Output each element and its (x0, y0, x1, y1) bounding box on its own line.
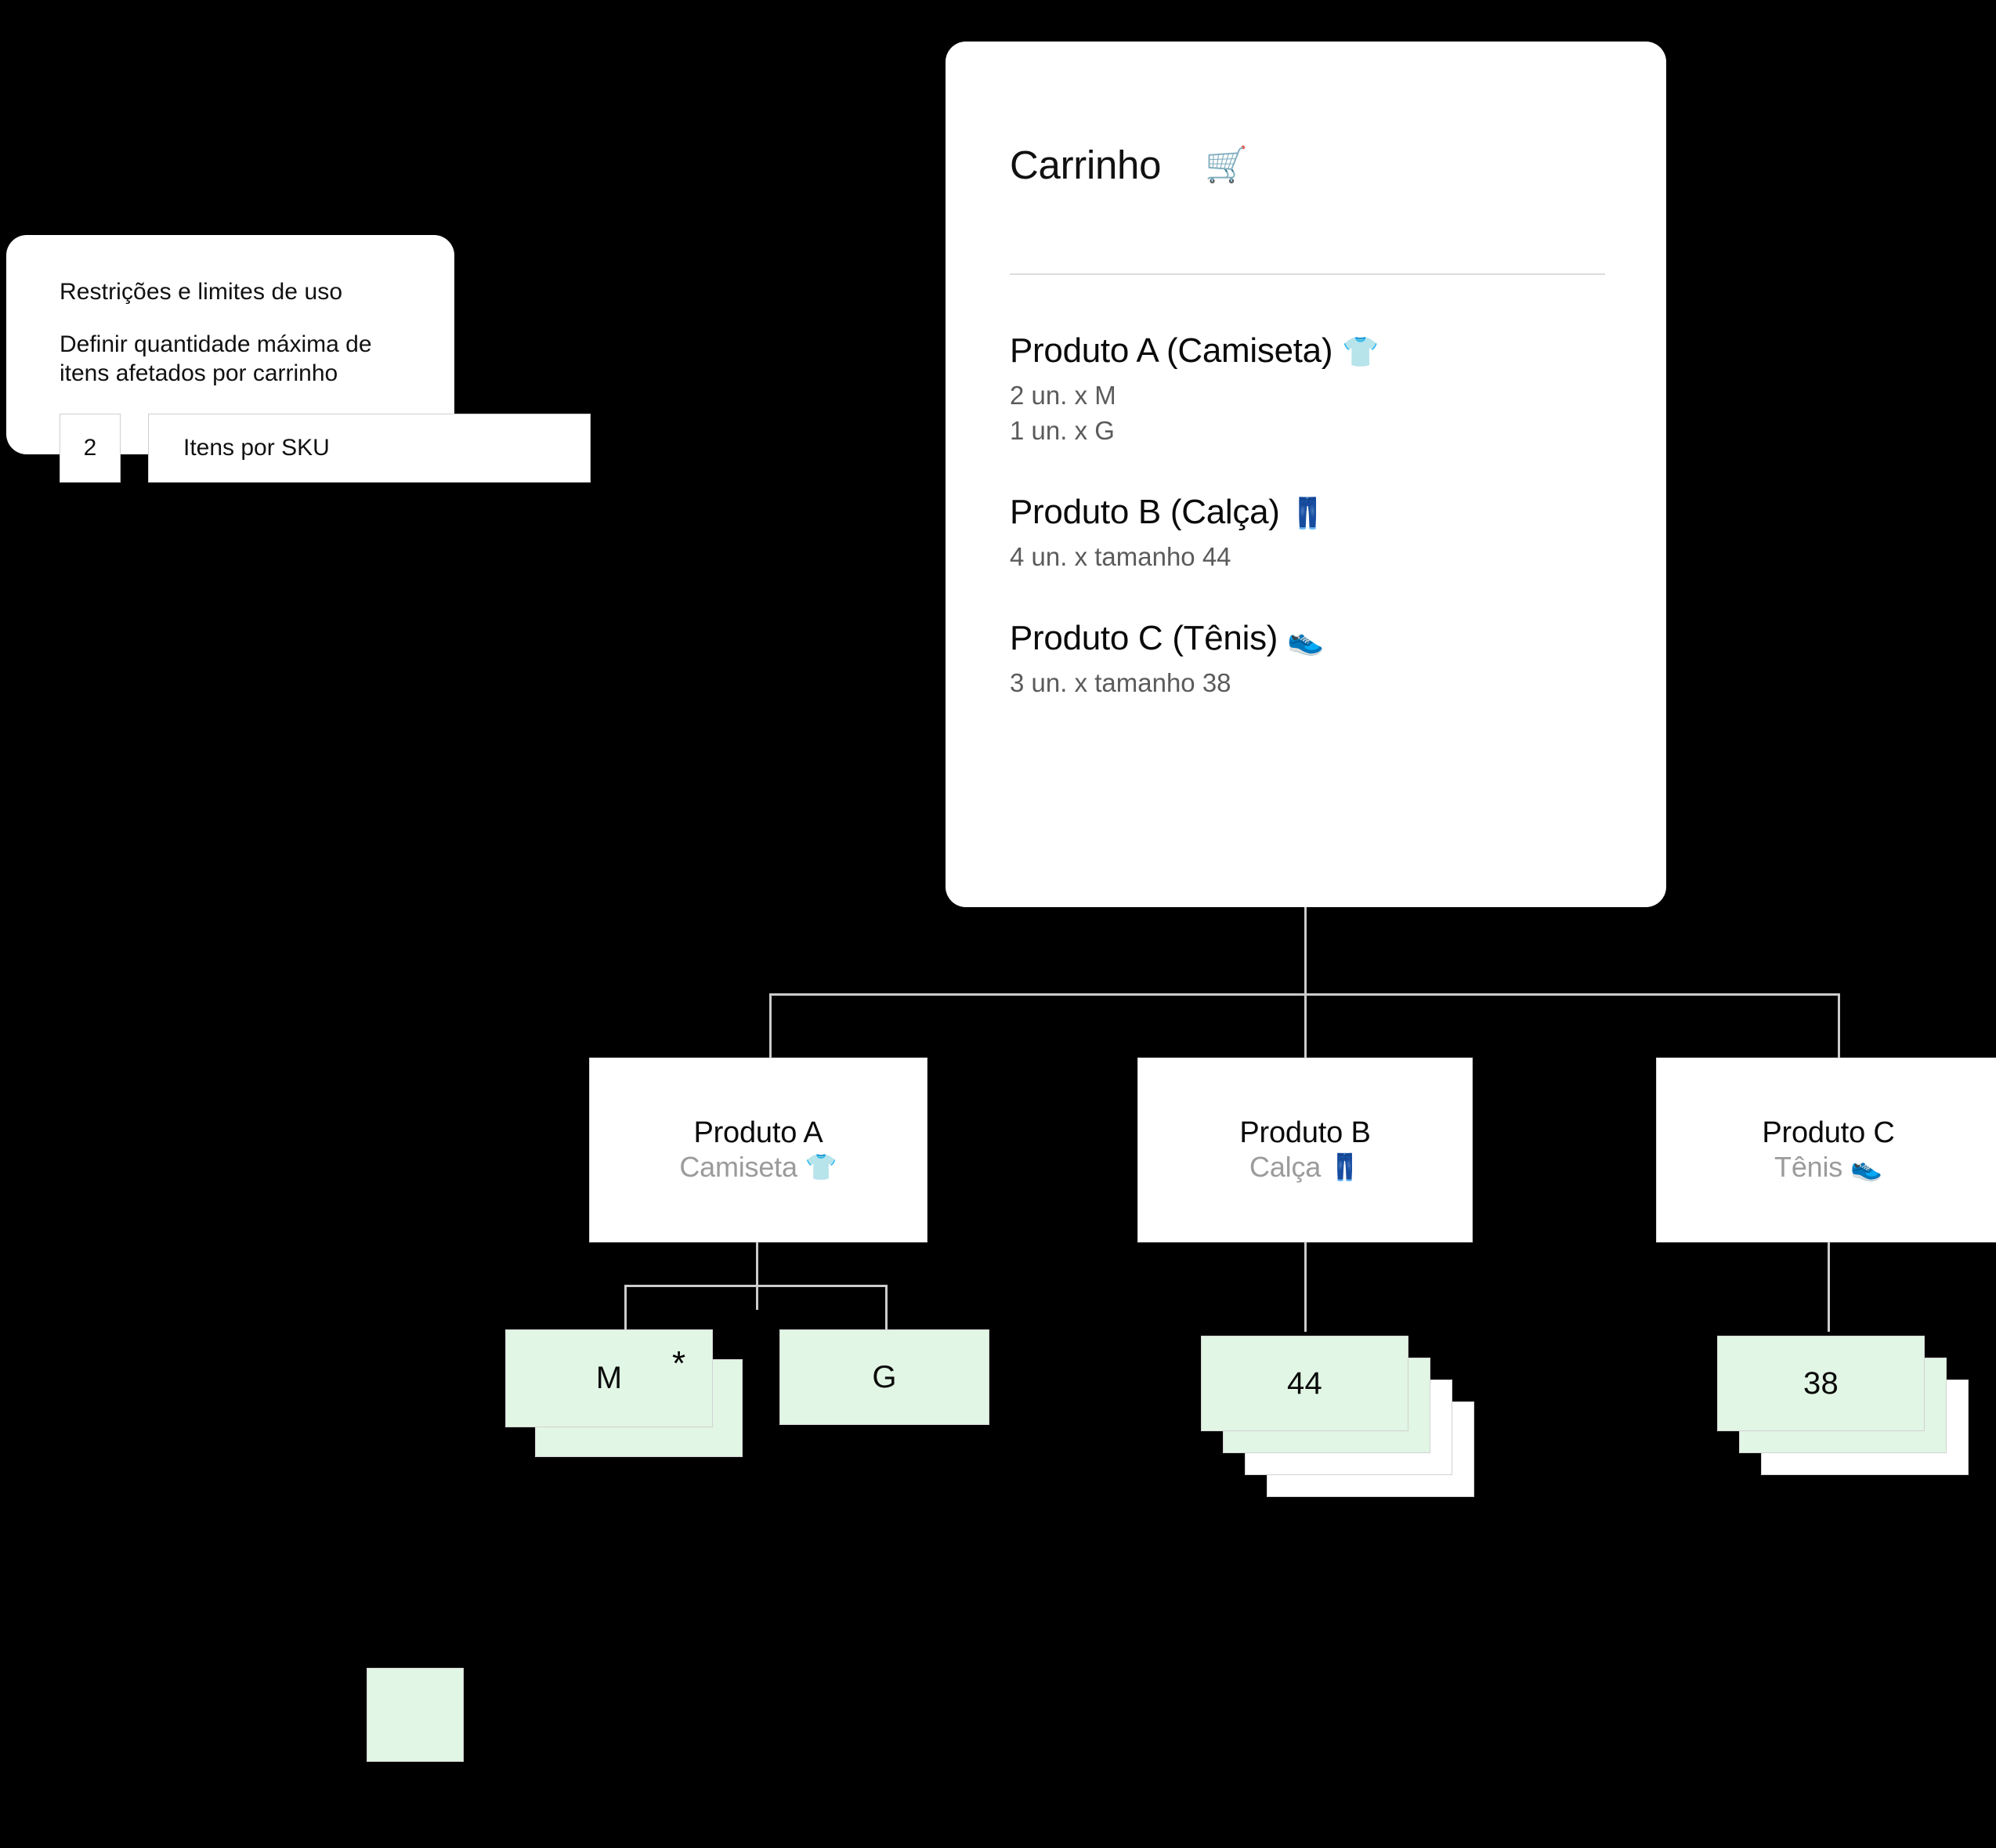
connector-branch-c (1838, 993, 1840, 1058)
connector-b-stem (1304, 1242, 1307, 1332)
product-node-c[interactable]: Produto C Tênis 👟 (1656, 1058, 1996, 1242)
cart-header: Carrinho 🛒 (1010, 142, 1248, 188)
product-node-title: Produto B (1239, 1116, 1371, 1150)
restrictions-fields: 2 Itens por SKU (60, 414, 591, 483)
restrictions-card: Restrições e limites de uso Definir quan… (6, 235, 591, 483)
legend-color-swatch (367, 1668, 464, 1762)
cart-item-name: Produto C (Tênis) 👟 (1010, 619, 1636, 658)
cart-title: Carrinho (1010, 143, 1162, 187)
variant-sheet-front[interactable]: M (505, 1329, 713, 1427)
product-node-b[interactable]: Produto B Calça 👖 (1137, 1058, 1473, 1242)
jeans-icon: 👖 (1329, 1152, 1361, 1181)
connector-branch-b (1304, 993, 1307, 1058)
variant-sheet-front[interactable]: 38 (1717, 1336, 1925, 1431)
cart-item: Produto B (Calça) 👖 4 un. x tamanho 44 (1010, 493, 1636, 575)
connector-root-vertical (1304, 907, 1307, 993)
sneaker-icon: 👟 (1850, 1152, 1882, 1181)
variant-label: 44 (1287, 1365, 1322, 1401)
connector-a-horizontal (624, 1285, 888, 1287)
connector-branch-a (769, 993, 772, 1058)
restrictions-description: Definir quantidade máxima de itens afeta… (60, 331, 372, 386)
variant-sheet-front[interactable]: G (779, 1329, 989, 1425)
restrictions-title: Restrições e limites de uso (60, 279, 343, 305)
cart-card: Carrinho 🛒 Produto A (Camiseta) 👕 2 un. … (946, 42, 1666, 907)
connector-a-stem (756, 1242, 758, 1310)
cart-item-label: Produto A (Camiseta) (1010, 331, 1333, 370)
cart-item: Produto C (Tênis) 👟 3 un. x tamanho 38 (1010, 619, 1636, 701)
product-node-title: Produto A (693, 1116, 823, 1150)
cart-item-detail: 4 un. x tamanho 44 (1010, 541, 1231, 571)
connector-a-to-g (885, 1285, 888, 1330)
tshirt-icon: 👕 (1342, 336, 1379, 369)
variant-label: 38 (1803, 1365, 1839, 1401)
sneaker-icon: 👟 (1287, 623, 1325, 656)
jeans-icon: 👖 (1289, 497, 1326, 530)
variant-stack-m[interactable]: M * (505, 1329, 764, 1459)
cart-item-detail: 3 un. x tamanho 38 (1010, 667, 1231, 697)
product-node-subtitle: Camiseta (679, 1151, 797, 1184)
unit-select[interactable]: Itens por SKU (148, 414, 591, 483)
product-node-subtitle-row: Camiseta 👕 (679, 1151, 837, 1184)
cart-item: Produto A (Camiseta) 👕 2 un. x M 1 un. x… (1010, 331, 1636, 449)
variant-sheet-front[interactable]: 44 (1201, 1336, 1408, 1431)
product-node-subtitle-row: Calça 👖 (1249, 1151, 1361, 1184)
variant-stack-38[interactable]: 38 (1717, 1336, 1983, 1488)
variant-stack-g[interactable]: G (779, 1329, 991, 1431)
product-node-subtitle-row: Tênis 👟 (1774, 1151, 1882, 1184)
cart-item-name: Produto B (Calça) 👖 (1010, 493, 1636, 532)
connector-a-to-m (624, 1285, 627, 1330)
variant-stack-44[interactable]: 44 (1201, 1336, 1483, 1508)
cart-item-detail: 1 un. x G (1010, 415, 1115, 445)
cart-item-label: Produto B (Calça) (1010, 492, 1280, 531)
variant-label: M (595, 1361, 623, 1395)
cart-item-label: Produto C (Tênis) (1010, 618, 1278, 657)
shopping-cart-icon: 🛒 (1205, 145, 1248, 184)
tshirt-icon: 👕 (805, 1152, 837, 1181)
product-node-subtitle: Tênis (1774, 1151, 1843, 1184)
cart-item-list: Produto A (Camiseta) 👕 2 un. x M 1 un. x… (1010, 331, 1636, 701)
product-node-a[interactable]: Produto A Camiseta 👕 (589, 1058, 927, 1242)
variant-label: G (872, 1359, 897, 1394)
cart-item-name: Produto A (Camiseta) 👕 (1010, 331, 1636, 371)
connector-c-stem (1828, 1242, 1830, 1332)
product-node-subtitle: Calça (1249, 1151, 1322, 1184)
cart-divider (1010, 273, 1605, 275)
cart-item-detail: 2 un. x M (1010, 381, 1116, 410)
product-node-title: Produto C (1762, 1116, 1895, 1150)
variant-limit-marker: * (672, 1344, 686, 1383)
quantity-input[interactable]: 2 (60, 414, 121, 483)
